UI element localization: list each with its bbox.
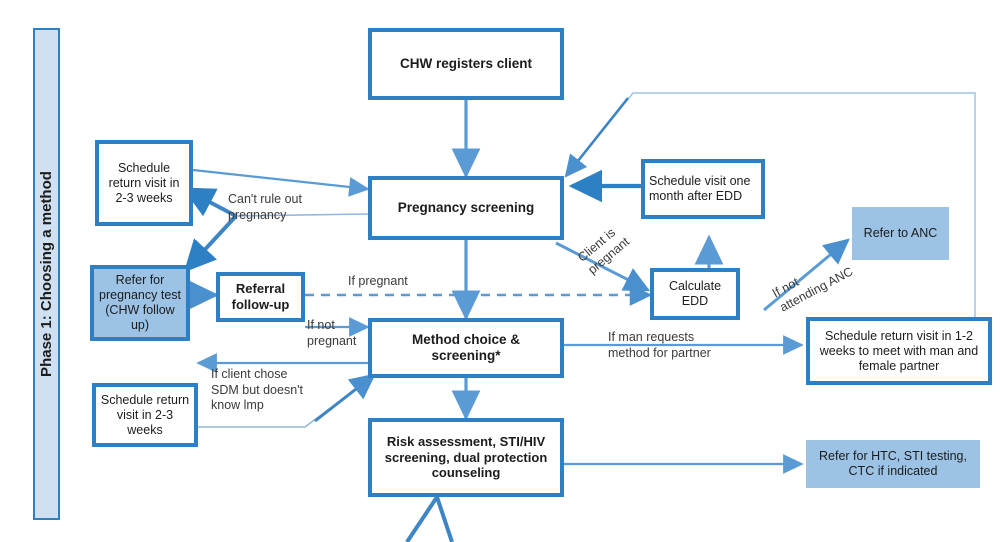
- node-refer-for-htc-label: Refer for HTC, STI testing, CTC if indic…: [819, 449, 967, 478]
- edge-label-if-not-attending-anc: If not attending ANC: [770, 263, 856, 315]
- node-schedule-return-visit-2-3-weeks-lower[interactable]: Schedule return visit in 2-3 weeks: [92, 383, 198, 447]
- node-schedule-visit-one-month-after-edd-label: Schedule visit one month after EDD: [649, 174, 751, 203]
- node-schedule-return-visit-1-2-weeks[interactable]: Schedule return visit in 1-2 weeks to me…: [806, 317, 992, 385]
- node-schedule-return-visit-2-3-weeks-lower-label: Schedule return visit in 2-3 weeks: [100, 392, 190, 437]
- node-risk-assessment[interactable]: Risk assessment, STI/HIV screening, dual…: [368, 418, 564, 497]
- edge-label-if-pregnant: If pregnant: [348, 274, 408, 288]
- node-schedule-return-visit-2-3-weeks-upper-label: Schedule return visit in 2-3 weeks: [108, 160, 180, 205]
- phase-banner: [33, 28, 60, 520]
- node-method-choice-screening[interactable]: Method choice & screening*: [368, 318, 564, 378]
- node-referral-follow-up-label: Referral follow-up: [231, 281, 290, 312]
- edge-pregnancy-to-schedule-a: [192, 168, 370, 197]
- edge-label-cant-rule-out: Can't rule out pregnancy: [228, 192, 302, 222]
- node-schedule-return-visit-2-3-weeks-upper[interactable]: Schedule return visit in 2-3 weeks: [95, 140, 193, 226]
- edge-risk-bottom-left-leg: [405, 495, 439, 542]
- node-refer-for-htc[interactable]: Refer for HTC, STI testing, CTC if indic…: [806, 440, 980, 488]
- node-refer-for-pregnancy-test-label: Refer for pregnancy test (CHW follow up): [99, 273, 181, 332]
- node-calculate-edd[interactable]: Calculate EDD: [650, 268, 740, 320]
- node-method-choice-screening-label: Method choice & screening*: [411, 331, 520, 363]
- edge-label-if-client-chose-sdm: If client chose SDM but doesn't know lmp: [211, 367, 304, 413]
- node-pregnancy-screening[interactable]: Pregnancy screening: [368, 176, 564, 240]
- edge-feedback-loop-to-pregnancy: [565, 92, 976, 318]
- node-risk-assessment-label: Risk assessment, STI/HIV screening, dual…: [384, 434, 548, 481]
- node-chw-registers-client-label: CHW registers client: [399, 55, 533, 71]
- edge-risk-bottom-right-leg: [435, 496, 454, 542]
- node-pregnancy-screening-label: Pregnancy screening: [397, 199, 535, 215]
- edge-fork-to-refer-pregnancy-test: [183, 214, 238, 273]
- node-calculate-edd-label: Calculate EDD: [668, 279, 722, 308]
- node-schedule-return-visit-1-2-weeks-label: Schedule return visit in 1-2 weeks to me…: [819, 328, 979, 373]
- node-refer-to-anc-label: Refer to ANC: [863, 226, 938, 240]
- node-refer-for-pregnancy-test[interactable]: Refer for pregnancy test (CHW follow up): [90, 265, 190, 341]
- edge-label-if-not-pregnant: If not pregnant: [307, 318, 357, 348]
- node-schedule-visit-one-month-after-edd[interactable]: Schedule visit one month after EDD: [641, 159, 765, 219]
- edge-label-if-man-requests: If man requests method for partner: [608, 330, 711, 360]
- node-chw-registers-client[interactable]: CHW registers client: [368, 28, 564, 100]
- edge-label-client-is-pregnant: Client is pregnant: [575, 225, 632, 277]
- node-referral-follow-up[interactable]: Referral follow-up: [216, 272, 305, 322]
- phase-banner-label: Phase 1: Choosing a method: [38, 171, 55, 377]
- edge-feedback-loop-arrow: [564, 97, 630, 178]
